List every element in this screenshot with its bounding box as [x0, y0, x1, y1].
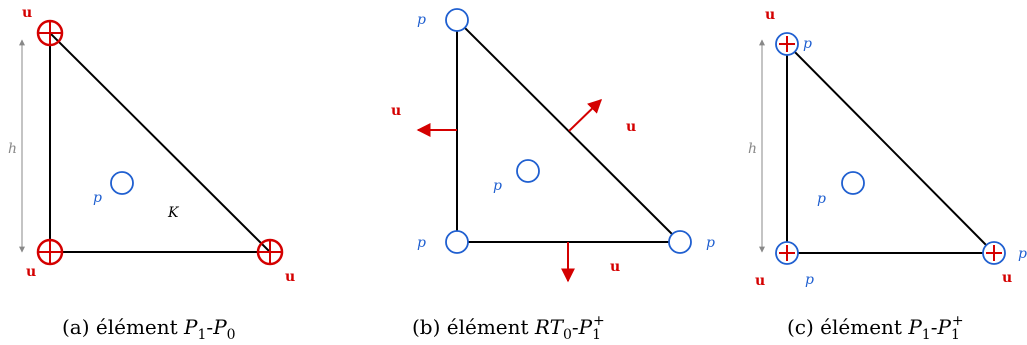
- u-dof-node: [256, 238, 284, 266]
- caption-a: (a) élément P1-P0: [62, 315, 236, 343]
- u-label: u: [1002, 270, 1012, 286]
- u-label: u: [755, 273, 765, 289]
- triangle-element: [786, 41, 997, 254]
- p-label: p: [803, 36, 812, 52]
- p-label: p: [417, 235, 426, 251]
- p-label: p: [93, 190, 102, 206]
- u-label: u: [22, 5, 32, 21]
- u-label: u: [285, 269, 295, 285]
- u-dof-node: [775, 241, 799, 265]
- diagram-b: p p p p u u u (b) élément RT0-P1+: [391, 8, 715, 343]
- triangle-element: [456, 17, 683, 243]
- p-dof-node: [445, 230, 469, 254]
- diagram-a: h u u u p K (a) élément P1-P0: [8, 5, 295, 343]
- u-label: u: [391, 103, 401, 119]
- triangle-element: [49, 30, 273, 253]
- diagram-c: h u p u p u p p (c) élément P1-P1+: [748, 7, 1027, 343]
- p-dof-node: [841, 171, 865, 195]
- u-dof-node: [36, 19, 64, 47]
- height-label: h: [748, 141, 757, 157]
- u-label: u: [765, 7, 775, 23]
- p-label: p: [805, 272, 814, 288]
- p-dof-node: [516, 159, 540, 183]
- p-dof-node: [110, 171, 134, 195]
- caption-b: (b) élément RT0-P1+: [412, 313, 605, 343]
- caption-c: (c) élément P1-P1+: [787, 313, 964, 343]
- u-flux-arrow: [568, 99, 603, 132]
- element-label-k: K: [167, 205, 180, 221]
- p-dof-node: [668, 230, 692, 254]
- u-label: u: [26, 264, 36, 280]
- p-label: p: [706, 235, 715, 251]
- p-dof-node: [445, 8, 469, 32]
- u-label: u: [610, 259, 620, 275]
- u-dof-node: [775, 32, 799, 56]
- u-dof-node: [982, 241, 1006, 265]
- p-label: p: [493, 178, 502, 194]
- p-label: p: [1018, 246, 1027, 262]
- height-label: h: [8, 141, 17, 157]
- u-label: u: [626, 119, 636, 135]
- p-label: p: [817, 191, 826, 207]
- u-dof-node: [36, 238, 64, 266]
- p-label: p: [417, 12, 426, 28]
